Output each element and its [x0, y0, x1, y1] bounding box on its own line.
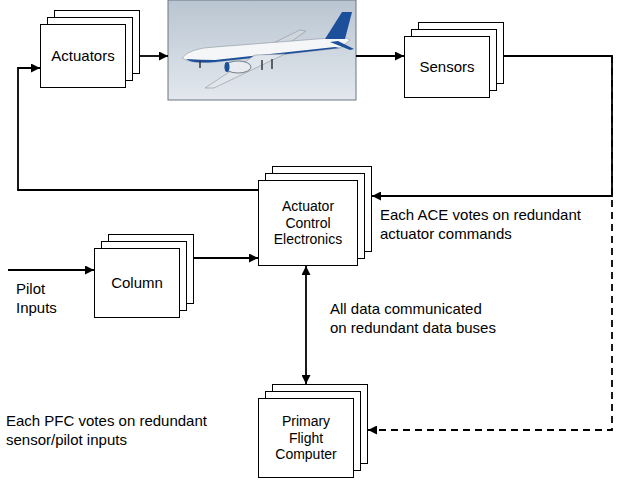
connector-label: All data communicated on redundant data … [330, 300, 502, 338]
box-label: Column [111, 274, 163, 292]
engine [225, 61, 251, 73]
near-wing [205, 54, 285, 88]
landing-gear [200, 59, 272, 70]
stacked-box: Actuators [40, 24, 126, 88]
annotation-note: Each PFC votes on redundant sensor/pilot… [6, 412, 218, 450]
stacked-box: Primary Flight Computer [258, 398, 354, 478]
stabilizer [330, 41, 354, 50]
box-label: Primary Flight Computer [265, 413, 347, 463]
signal-connector [305, 266, 307, 384]
tail-fin [325, 12, 352, 39]
pilot-input-arrow [8, 269, 94, 271]
box-label: Sensors [419, 58, 474, 76]
stacked-box: Actuator Control Electronics [258, 180, 358, 266]
annotation-note: Pilot Inputs [16, 280, 76, 318]
signal-connector [368, 56, 612, 430]
stacked-box: Column [94, 248, 180, 318]
plane-to-sensor-arrow [356, 55, 404, 57]
stacked-box: Sensors [404, 36, 490, 98]
photo-frame [168, 0, 356, 100]
airplane-photo [168, 0, 356, 100]
signal-connector [194, 257, 258, 259]
actuator-to-plane-arrow [140, 55, 168, 57]
annotation-note: Each ACE votes on redundant actuator com… [380, 206, 592, 244]
engine-intake [225, 62, 230, 72]
box-label: Actuator Control Electronics [265, 198, 351, 248]
box-label: Actuators [51, 47, 114, 65]
